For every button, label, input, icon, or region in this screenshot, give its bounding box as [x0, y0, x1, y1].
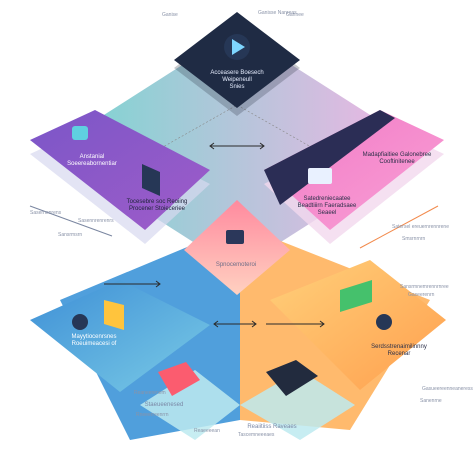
node-bottom-left[interactable]	[30, 280, 210, 392]
annotation-right-2: Smsrnrnrn	[402, 236, 426, 242]
node-bottom-right-low-label: Reaiitiiss Raveaes	[247, 424, 297, 430]
node-right-subtitle: Satedreniecaatee Beadtiiirn Faeradsaee S…	[297, 196, 357, 216]
node-top[interactable]	[174, 12, 300, 116]
people-desk-icon	[266, 360, 318, 396]
download-icon	[376, 314, 392, 330]
connector-right	[359, 205, 439, 249]
annotation-left-1: Sasernenrens	[30, 210, 62, 216]
node-bottom-right-low[interactable]	[240, 360, 355, 440]
dashed-guide	[139, 104, 335, 161]
node-right[interactable]	[264, 110, 444, 244]
arrow-top-center	[209, 142, 265, 150]
play-icon	[232, 39, 245, 55]
annotation-top-right: Ganisse Nanreas	[258, 10, 297, 16]
annotation-bottom-left-2: Rneeerreenrrn	[136, 412, 169, 418]
arrow-left-center	[104, 280, 161, 288]
node-bottom-left-label: Mayytiocenrsnes Roeuimeacesi of	[71, 334, 117, 347]
arrow-right-center	[266, 320, 325, 328]
play-document-icon	[72, 126, 88, 140]
annotation-right-3: Sansrmnemrennrnree	[400, 284, 449, 290]
node-bottom-left-low[interactable]	[140, 362, 240, 440]
node-left-title: Anstanial Soeereabornentiar	[67, 154, 117, 167]
node-right-title: Madapfiaitiee Galonebree Cooftinitenee	[362, 152, 432, 165]
node-left-subtitle: Tocesebre soc Reoiing Procener Stoieceri…	[126, 199, 188, 212]
annotation-bottom-left-1: Reaneerenem	[134, 390, 166, 396]
node-center[interactable]	[184, 200, 290, 295]
node-bottom-right-label: Serdsstrenaimilinnny Recenar	[371, 344, 427, 357]
annotation-right-1: Satersel ereuernrennrene	[392, 224, 449, 230]
annotation-right-4: Gaseerenrn	[408, 292, 435, 298]
annotation-left-3: Sansrmsrn	[58, 232, 83, 238]
node-bottom-right[interactable]	[270, 260, 446, 390]
annotation-top-right-2: Gannee	[286, 12, 304, 18]
node-bottom-left-low-label: Staeueenesed	[144, 402, 184, 408]
annotation-top-left: Ganise	[162, 12, 178, 18]
node-top-label: Acceasere Boesech Weipeneull Snies	[210, 70, 264, 90]
annotation-bottom-center: Reaeeeean	[194, 428, 220, 434]
monitor-icon	[308, 168, 332, 184]
annotation-bottom-right: Tascemneeeaes	[238, 432, 275, 438]
annotation-left-2: Sasennrenrenrs	[78, 218, 114, 224]
people-icon	[226, 230, 244, 244]
annotation-right-5: Gasueereenneaneress	[422, 386, 473, 392]
connector-left	[29, 205, 113, 237]
colored-blocks-icon	[158, 362, 200, 396]
node-center-label: Spnocemoteroi	[215, 262, 257, 268]
arrow-center	[213, 320, 257, 328]
node-left[interactable]	[30, 110, 210, 244]
annotation-right-6: Sanenrne	[420, 398, 442, 404]
equalizer-icon	[72, 314, 88, 330]
